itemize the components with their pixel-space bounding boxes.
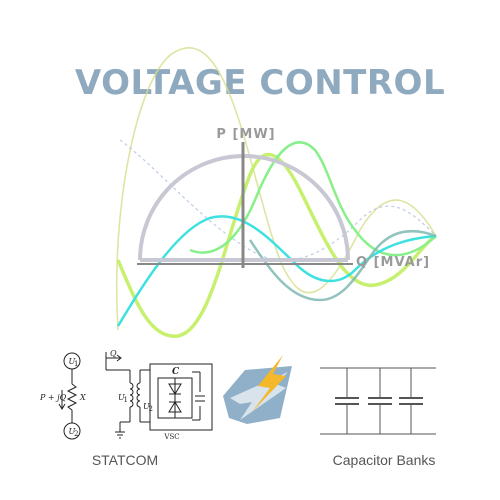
u2-label: U — [69, 427, 76, 436]
transformer-u1-label: U — [118, 393, 125, 402]
transformer-u1-sub: 1 — [124, 396, 128, 404]
statcom-caption: STATCOM — [92, 452, 158, 468]
transformer-u2-sub: 2 — [149, 405, 153, 413]
capacitor-banks-caption: Capacitor Banks — [333, 452, 436, 468]
two-bus-circuit — [58, 352, 81, 440]
source-label: P + jQ — [39, 393, 67, 402]
lightning-icon — [223, 355, 292, 424]
u1-label: U — [69, 357, 76, 366]
thyristor-bottom — [168, 401, 182, 413]
wave-olive — [115, 47, 437, 331]
q-axis-label: Q [MVAr] — [356, 255, 430, 270]
wave-cyan — [116, 215, 437, 327]
capacitor-label: C — [172, 367, 180, 377]
vsc-label: VSC — [163, 433, 179, 441]
vsc-box — [149, 363, 213, 431]
wave-lime — [116, 152, 437, 338]
thyristor-top — [168, 383, 182, 395]
u1-sub: 1 — [74, 360, 78, 368]
reactance — [66, 383, 78, 411]
page-title: VOLTAGE CONTROL — [75, 63, 445, 103]
statcom-circuit — [105, 352, 213, 439]
transformer-coil-1 — [129, 382, 134, 408]
u2-sub: 2 — [74, 430, 78, 438]
transformer-coil-2 — [136, 382, 141, 408]
q-label: Q — [110, 349, 117, 358]
waveforms — [115, 47, 437, 338]
p-axis-label: P [MW] — [216, 127, 275, 142]
wave-teal-muted — [248, 229, 437, 302]
transformer-u2-label: U — [143, 402, 150, 411]
reactance-label: X — [79, 393, 86, 402]
capacitor-banks-diagram — [320, 367, 436, 435]
pq-diagram: P [MW] Q [MVAr] — [137, 127, 430, 270]
